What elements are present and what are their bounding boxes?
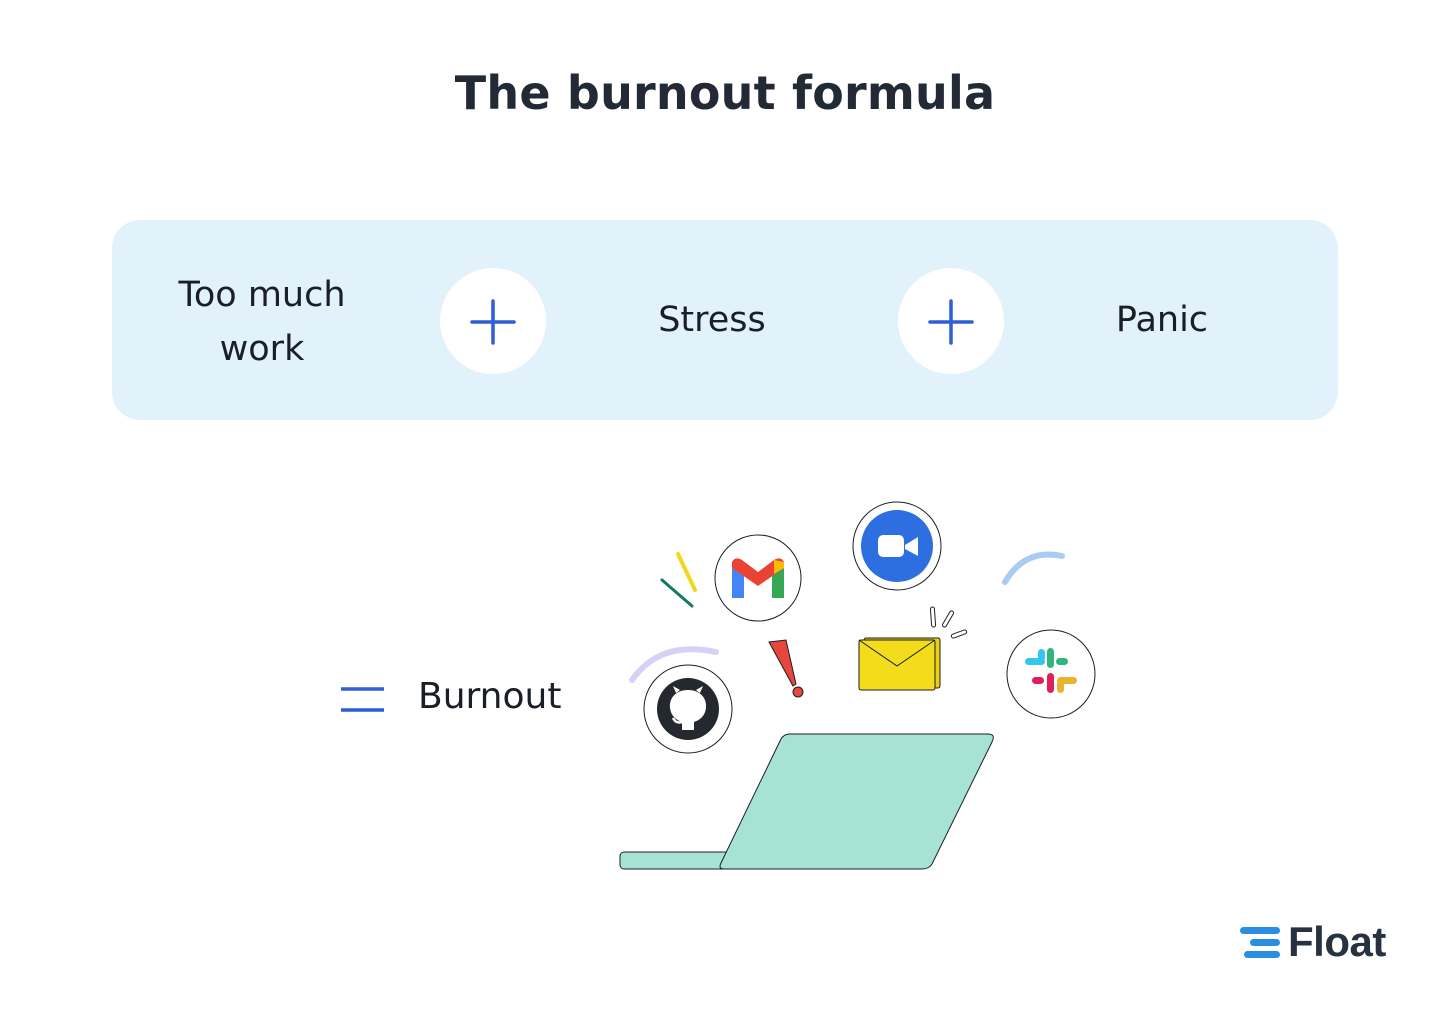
plus-icon	[928, 299, 974, 345]
float-logo: Float	[1238, 920, 1386, 964]
motion-arc-icon	[1002, 551, 1065, 585]
term-panic: Panic	[1115, 300, 1209, 340]
spark-lines-icon	[660, 552, 697, 608]
envelope-icon	[858, 606, 968, 691]
zoom-icon	[852, 501, 942, 591]
term-too-much-work: Too much work	[178, 275, 346, 369]
term-stress: Stress	[658, 300, 766, 340]
github-icon	[643, 664, 733, 754]
laptop-icon	[619, 733, 994, 870]
plus-operator	[440, 268, 546, 374]
result-burnout: Burnout	[418, 676, 562, 717]
equals-operator	[340, 686, 386, 718]
exclamation-icon	[768, 639, 804, 698]
burnout-illustration	[619, 501, 1096, 870]
formula-panel: Too much work Stress Panic	[112, 220, 1338, 420]
float-logo-text: Float	[1288, 918, 1386, 965]
slack-icon	[1006, 629, 1096, 719]
gmail-icon	[714, 534, 802, 622]
float-logo-icon	[1240, 927, 1280, 958]
motion-arc-icon	[629, 646, 719, 683]
plus-operator	[898, 268, 1004, 374]
equals-icon	[341, 687, 384, 712]
plus-icon	[470, 299, 516, 345]
page-title: The burnout formula	[454, 66, 996, 120]
